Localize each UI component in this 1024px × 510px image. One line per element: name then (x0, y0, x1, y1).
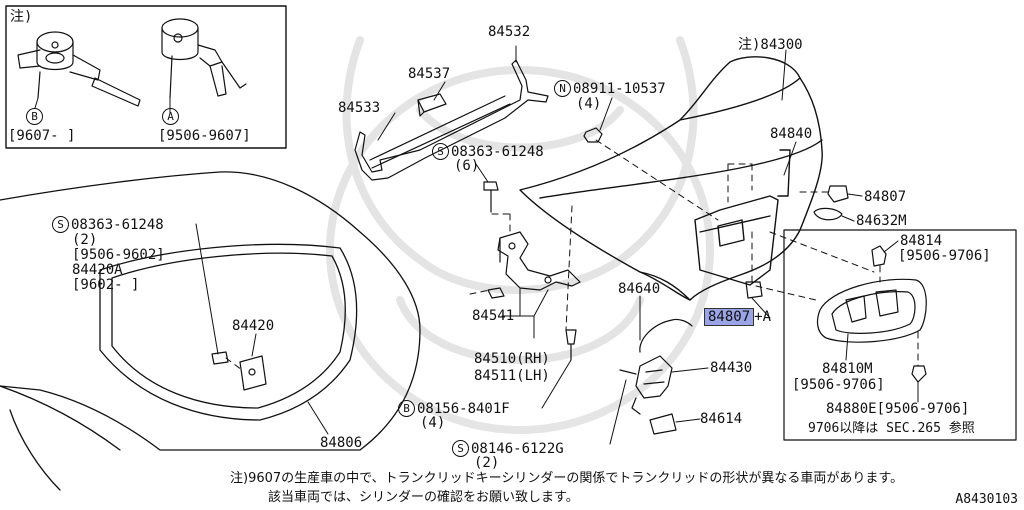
clip-84537 (417, 93, 447, 117)
highlighted-part-84807[interactable]: 84807 (704, 308, 755, 326)
part-label-84532: 84532 (488, 24, 531, 40)
part-code-08363-top: 08363-61248 (451, 144, 544, 160)
trunk-lid-84300 (519, 56, 823, 301)
part-label-84632m: 84632M (856, 213, 907, 229)
latch-cover-84614 (649, 413, 677, 435)
s-symbol: S (432, 143, 449, 160)
part-label-84806: 84806 (320, 435, 363, 451)
n-symbol: N (554, 80, 571, 97)
part-label-84537: 84537 (408, 66, 451, 82)
footnote-line-2: 該当車両では、シリンダーの確認をお願い致します。 (268, 490, 579, 505)
dashed-guides (225, 139, 919, 371)
part-qty-08146: (2) (474, 455, 500, 471)
part-date-84420a: [9602- ] (72, 277, 140, 293)
part-label-84430: 84430 (710, 360, 753, 376)
part-label-84510: 84510(RH) (474, 351, 550, 367)
trunk-latch-84430 (619, 355, 673, 415)
part-label-84880e: 84880E[9506-9706] (826, 401, 970, 417)
part-label-84810m: 84810M (822, 361, 873, 377)
footnote-line-1: 注)9607の生産車の中で、トランクリッドキーシリンダーの関係でトランクリッドの… (230, 471, 904, 486)
bumper-84807-a (745, 281, 763, 299)
clip-84814 (871, 245, 887, 267)
part-qty-08363-top: (6) (454, 158, 480, 174)
body-84806 (0, 171, 421, 491)
part-label-84840: 84840 (770, 126, 813, 142)
part-qty-08156: (4) (420, 415, 446, 431)
part-code-08363-body: 08363-61248 (71, 217, 164, 233)
part-code-08156: 08156-8401F (417, 401, 510, 417)
sec-reference-note: 9706以降は SEC.265 参照 (808, 421, 975, 436)
part-date-84810m: [9506-9706] (792, 377, 885, 393)
watermark-emblem (326, 36, 714, 434)
nut-08911 (583, 127, 603, 143)
part-label-84814: 84814 (900, 233, 943, 249)
inset-box-right (783, 229, 1017, 441)
trunk-stay-84533 (354, 59, 549, 181)
part-label-84533: 84533 (338, 100, 381, 116)
s-symbol-08146: S (452, 440, 469, 457)
inset-a-marker: A (162, 108, 181, 125)
finisher-84810m (816, 278, 927, 343)
b-symbol: B (398, 400, 415, 417)
inset-a-symbol: A (162, 108, 179, 125)
part-qty-08911: (4) (576, 96, 602, 112)
key-cylinder-b-drawing (17, 31, 141, 107)
part-qty-08363-body: (2) (72, 232, 98, 248)
part-label-84420: 84420 (232, 318, 275, 334)
cable-84640 (639, 318, 693, 353)
part-code-08146: 08146-6122G (471, 441, 564, 457)
bumper-84807-top (827, 185, 849, 203)
inset-box (5, 5, 287, 149)
inset-b-date: [9607- ] (8, 128, 76, 144)
part-label-84300: 注)84300 (738, 37, 803, 53)
clip-84880e (911, 365, 927, 383)
part-date-08363-body: [9506-9602] (72, 247, 165, 263)
pad-84632m (813, 207, 843, 221)
part-label-84807-highlighted[interactable]: 84807+A (704, 308, 772, 326)
part-label-84420a: 84420A (72, 262, 123, 278)
bolt-08156 (565, 329, 577, 361)
part-date-84814: [9506-9706] (898, 248, 991, 264)
inset-a-date: [9506-9607] (158, 128, 251, 144)
inset-b-marker: B (26, 108, 45, 125)
part-label-84807-top: 84807 (864, 189, 907, 205)
bolt-08363-top (483, 181, 499, 213)
trunk-hinge-84510 (487, 231, 581, 299)
part-label-84541: 84541 (472, 308, 515, 324)
striker-84420 (211, 351, 267, 391)
inset-b-symbol: B (26, 108, 43, 125)
inset-note-label: 注) (10, 9, 33, 25)
s-symbol-body: S (52, 216, 69, 233)
diagram-code: A8430103 (955, 492, 1018, 507)
part-suffix-a: +A (754, 309, 772, 325)
part-label-84511: 84511(LH) (474, 368, 550, 384)
part-label-84614: 84614 (700, 411, 743, 427)
key-cylinder-a-drawing (161, 18, 247, 99)
part-code-08911: 08911-10537 (573, 81, 666, 97)
part-label-84640: 84640 (618, 281, 661, 297)
leader-lines (34, 45, 919, 445)
